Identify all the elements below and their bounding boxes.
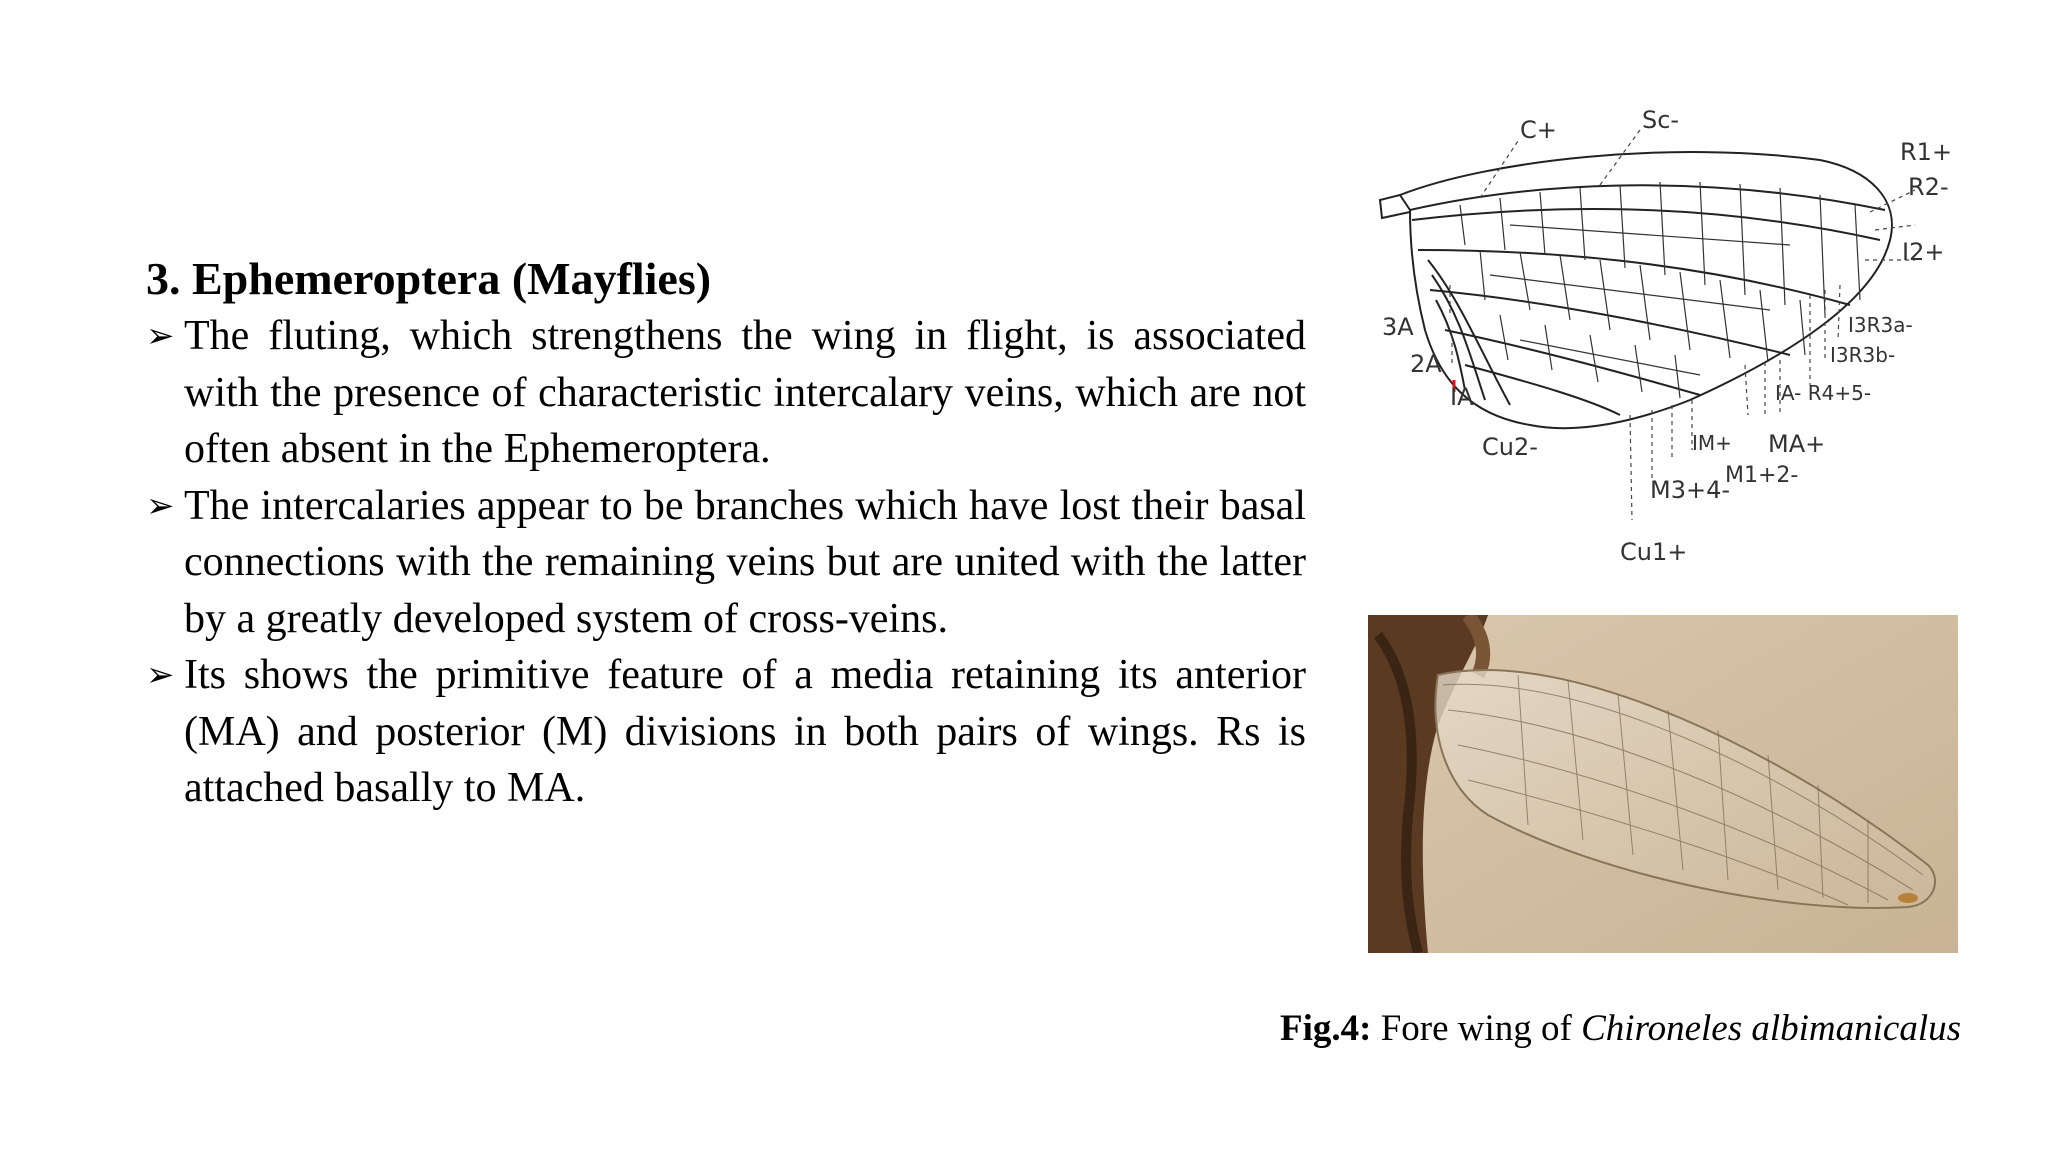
vein-label-r2: R2-	[1908, 173, 1949, 201]
figure-caption: Fig.4: Fore wing of Chironeles albimanic…	[1280, 1005, 1990, 1053]
arrow-bullet-icon: ➢	[146, 316, 175, 356]
bullet-text: The intercalaries appear to be branches …	[184, 482, 1306, 642]
vein-label-c: C+	[1520, 116, 1557, 144]
vein-label-m12: M1+2-	[1725, 463, 1798, 488]
caption-label: Fig.4:	[1280, 1008, 1372, 1049]
vein-label-2a: 2A	[1410, 350, 1442, 378]
vein-label-r1: R1+	[1900, 138, 1952, 166]
vein-label-i3r3a: I3R3a-	[1848, 313, 1913, 337]
vein-label-im: IM+	[1692, 431, 1732, 455]
caption-species: Chironeles albimanicalus	[1581, 1008, 1962, 1049]
vein-label-ma: MA+	[1768, 430, 1825, 458]
bullet-item: ➢ The intercalaries appear to be branche…	[146, 478, 1306, 648]
vein-label-cu1: Cu1+	[1620, 538, 1687, 566]
bullet-text: The fluting, which strengthens the wing …	[184, 313, 1306, 472]
caption-text: Fore wing of	[1371, 1008, 1582, 1049]
bullet-text: Its shows the primitive feature of a med…	[184, 652, 1306, 811]
slide-text: 3. Ephemeroptera (Mayflies) ➢ The flutin…	[146, 250, 1306, 817]
bullet-item: ➢ The fluting, which strengthens the win…	[146, 308, 1306, 478]
vein-label-cu2: Cu2-	[1482, 433, 1538, 461]
section-heading: 3. Ephemeroptera (Mayflies)	[146, 253, 712, 304]
bullet-item: ➢ Its shows the primitive feature of a m…	[146, 647, 1306, 817]
vein-label-i3r3b: I3R3b-	[1830, 343, 1895, 367]
bullet-list: ➢ The fluting, which strengthens the win…	[146, 308, 1306, 817]
vein-label-m34: M3+4-	[1650, 476, 1730, 504]
vein-label-1a: IA	[1450, 383, 1474, 411]
mayfly-wing-photo	[1368, 615, 1958, 953]
vein-label-i2: I2+	[1902, 238, 1944, 266]
wing-venation-diagram: C+ Sc- R1+ R2- I2+ I3R3a- I3R3b- IA- R4+…	[1378, 106, 1952, 566]
vein-label-ia-r45: IA- R4+5-	[1775, 381, 1871, 405]
vein-label-3a: 3A	[1382, 313, 1414, 341]
arrow-bullet-icon: ➢	[146, 485, 175, 526]
vein-label-sc: Sc-	[1642, 106, 1679, 134]
arrow-bullet-icon: ➢	[146, 655, 175, 695]
